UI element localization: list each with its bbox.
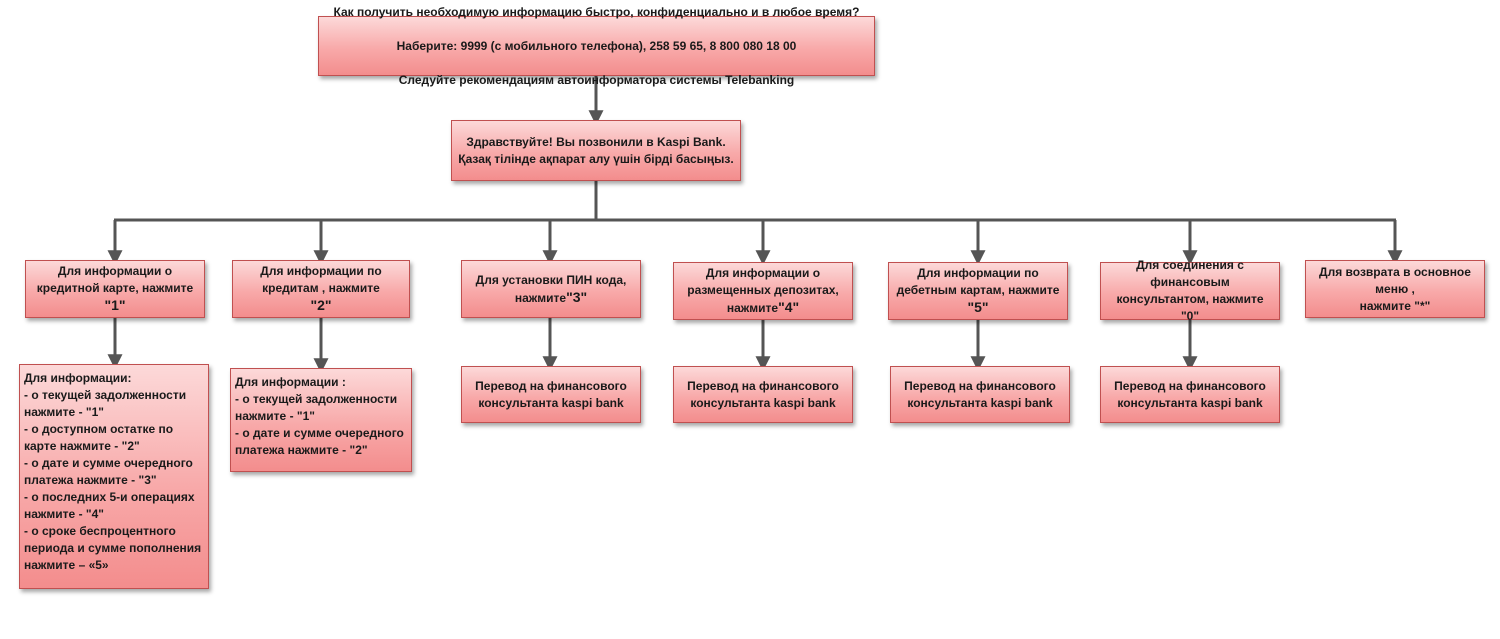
top-line-phones: Наберите: 9999 (с мобильного телефона), … <box>396 38 797 53</box>
transfer-text: Перевод на финансового консультанта kasp… <box>904 378 1056 410</box>
option-credit-card: Для информации о кредитной карте, нажмит… <box>25 260 205 318</box>
transfer-box-deposits: Перевод на финансового консультанта kasp… <box>673 366 853 423</box>
top-info-box: Как получить необходимую информацию быст… <box>318 5 875 87</box>
greeting-text: Здравствуйте! Вы позвонили в Kaspi Bank.… <box>458 134 734 166</box>
option-main-menu: Для возврата в основное меню , нажмите "… <box>1305 260 1485 318</box>
option-deposits: Для информации о размещенных депозитах, … <box>673 262 853 320</box>
option-text: Для информации по дебетным картам, нажми… <box>896 266 1060 297</box>
transfer-text: Перевод на финансового консультанта kasp… <box>1114 378 1266 410</box>
transfer-box-debit: Перевод на финансового консультанта kasp… <box>890 366 1070 423</box>
option-text: Для возврата в основное меню , нажмите <box>1319 264 1471 313</box>
option-text: Для установки ПИН кода, нажмите <box>475 272 627 305</box>
option-key: "1" <box>104 297 126 313</box>
transfer-box-consultant: Перевод на финансового консультанта kasp… <box>1100 366 1280 423</box>
option-pin: Для установки ПИН кода, нажмите"3" <box>461 260 641 318</box>
option-key: "5" <box>967 299 989 315</box>
option-key: "3" <box>566 288 588 305</box>
transfer-text: Перевод на финансового консультанта kasp… <box>475 378 627 410</box>
option-key: "2" <box>310 297 332 313</box>
option-debit-cards: Для информации по дебетным картам, нажми… <box>888 262 1068 320</box>
option-consultant: Для соединения с финансовым консультанто… <box>1100 258 1280 323</box>
option-text: Для информации о кредитной карте, нажмит… <box>36 264 194 295</box>
option-text: Для информации по кредитам , нажмите <box>260 264 382 295</box>
credits-submenu: Для информации : - о текущей задолженнос… <box>230 368 412 472</box>
submenu-text: Для информации: - о текущей задолженност… <box>24 371 202 572</box>
top-line-question: Как получить необходимую информацию быст… <box>333 4 860 19</box>
option-key: "0" <box>1180 309 1200 323</box>
option-credits: Для информации по кредитам , нажмите "2" <box>232 260 410 318</box>
option-key: "*" <box>1414 298 1431 313</box>
option-key: "4" <box>778 299 800 315</box>
transfer-box-pin: Перевод на финансового консультанта kasp… <box>461 366 641 423</box>
greeting-box: Здравствуйте! Вы позвонили в Kaspi Bank.… <box>451 120 741 181</box>
top-line-instruction: Следуйте рекомендациям автоинформатора с… <box>398 72 795 87</box>
option-text: Для информации о размещенных депозитах, … <box>687 266 839 315</box>
submenu-text: Для информации : - о текущей задолженнос… <box>235 375 404 457</box>
credit-card-submenu: Для информации: - о текущей задолженност… <box>19 364 209 589</box>
transfer-text: Перевод на финансового консультанта kasp… <box>687 378 839 410</box>
option-text: Для соединения с финансовым консультанто… <box>1116 258 1264 306</box>
